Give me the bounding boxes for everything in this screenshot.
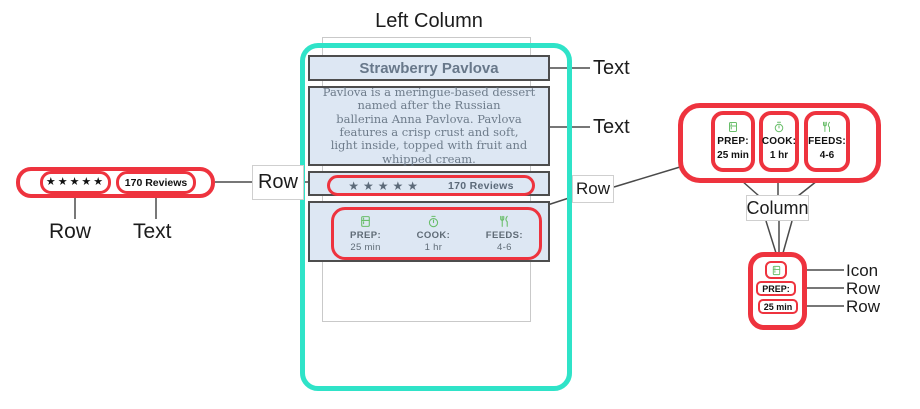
feeds-detail-column: FEEDS: 4-6 — [486, 215, 523, 253]
prep-value: 25 min — [763, 301, 793, 312]
kitchen-icon — [729, 122, 737, 132]
connector-line — [782, 220, 793, 254]
cook-label: COOK: — [761, 136, 797, 147]
text-annotation-label: Text — [133, 220, 172, 243]
kitchen-icon — [772, 265, 780, 275]
row-connector-box-left: Row — [252, 165, 304, 200]
connector-line — [765, 220, 777, 254]
icon-annotation-label: Icon — [846, 261, 879, 280]
details-row-box: PREP: 25 min COOK: 1 hr FEEDS: 4-6 — [308, 201, 550, 262]
feeds-value: 4-6 — [819, 150, 835, 161]
recipe-description: Pavlova is a meringue-based dessert name… — [322, 85, 536, 166]
prep-label: PREP: — [350, 229, 382, 241]
cook-detail-column: COOK: 1 hr — [417, 215, 451, 253]
prep-callout-pill: PREP: 25 min — [711, 111, 755, 172]
cook-callout-pill: COOK: 1 hr — [759, 111, 799, 172]
left-column-header: Left Column — [375, 10, 483, 32]
item-callout-icon-pill — [765, 261, 787, 279]
text-annotation-label-description: Text — [593, 116, 630, 138]
feeds-value: 4-6 — [497, 242, 512, 253]
star-rating: ★★★★★ — [45, 176, 106, 188]
feeds-callout-pill: FEEDS: 4-6 — [804, 111, 850, 172]
recipe-title-box: Strawberry Pavlova — [308, 55, 550, 81]
cook-value: 1 hr — [424, 242, 443, 253]
prep-value: 25 min — [350, 242, 381, 253]
recipe-title: Strawberry Pavlova — [359, 59, 499, 77]
prep-label: PREP: — [762, 283, 790, 294]
text-annotation-label-title: Text — [593, 57, 630, 79]
row-connector-box-right: Row — [572, 175, 614, 203]
details-row-highlight: PREP: 25 min COOK: 1 hr FEEDS: 4-6 — [331, 207, 542, 260]
prep-label: PREP: — [717, 136, 749, 147]
cook-value: 1 hr — [769, 150, 789, 161]
column-connector-box: Column — [746, 195, 809, 221]
restaurant-icon — [500, 215, 508, 227]
kitchen-icon — [361, 216, 370, 227]
item-callout-value-pill: 25 min — [758, 299, 798, 314]
ratings-callout-stars-pill: ★★★★★ — [40, 171, 111, 194]
ratings-callout-reviews-pill: 170 Reviews — [116, 171, 196, 194]
row-annotation-label: Row — [846, 279, 881, 298]
recipe-description-box: Pavlova is a meringue-based dessert name… — [308, 85, 550, 166]
star-rating: ★★★★★ — [348, 178, 423, 193]
timer-icon — [774, 121, 784, 133]
feeds-label: FEEDS: — [808, 136, 846, 147]
ratings-row-highlight: ★★★★★ 170 Reviews — [327, 175, 535, 196]
item-callout-label-pill: PREP: — [756, 281, 796, 296]
ratings-row-box: ★★★★★ 170 Reviews — [308, 171, 550, 196]
row-annotation-label: Row — [846, 297, 881, 316]
timer-icon — [428, 215, 438, 228]
cook-label: COOK: — [416, 229, 451, 241]
restaurant-icon — [823, 121, 830, 132]
feeds-label: FEEDS: — [485, 229, 523, 241]
reviews-count: 170 Reviews — [124, 176, 188, 189]
row-annotation-label: Row — [49, 220, 92, 243]
connector-line — [613, 166, 681, 188]
prep-value: 25 min — [717, 150, 749, 161]
prep-detail-column: PREP: 25 min — [350, 215, 381, 253]
reviews-count: 170 Reviews — [448, 179, 514, 192]
